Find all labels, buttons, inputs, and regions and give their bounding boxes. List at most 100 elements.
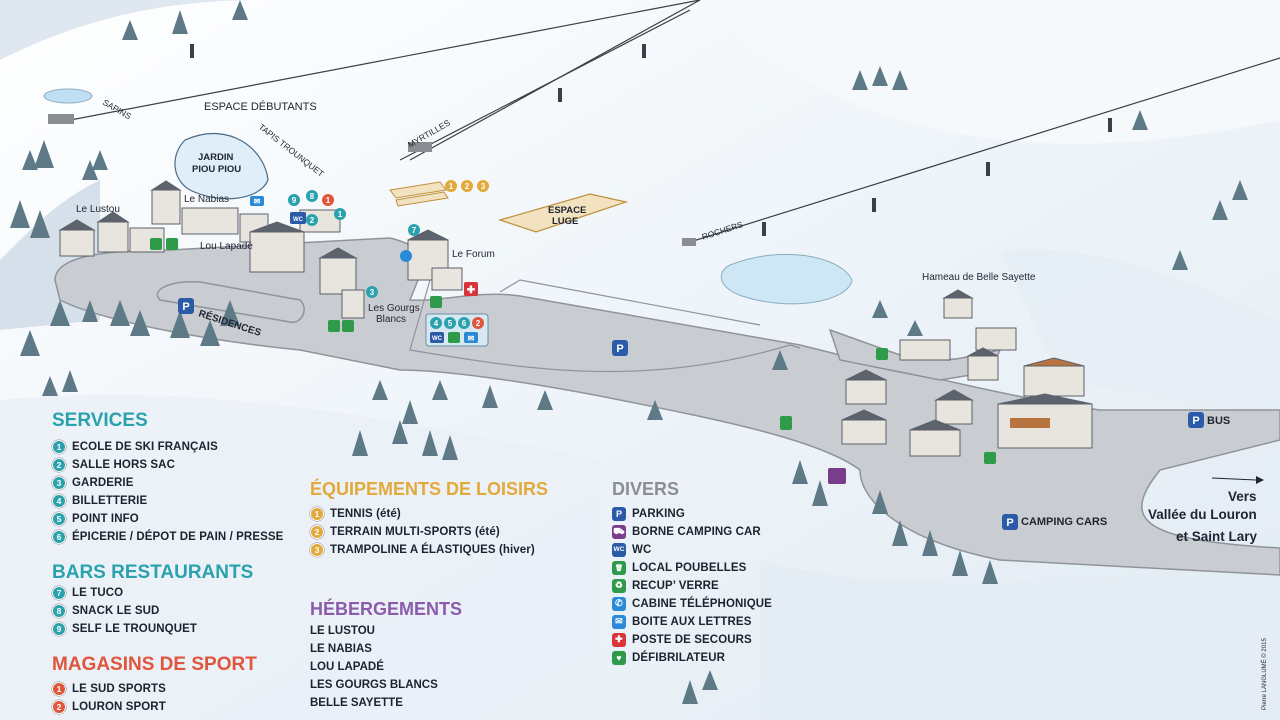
- svg-text:WC: WC: [293, 217, 304, 223]
- svg-text:9: 9: [292, 196, 297, 205]
- trees: [10, 0, 1248, 704]
- loisirs-item-label: TERRAIN MULTI-SPORTS (été): [330, 525, 500, 538]
- svg-text:✉: ✉: [468, 334, 475, 343]
- camping-car-icon: ⛟: [612, 524, 626, 539]
- buildings: [58, 180, 1093, 457]
- bars-title: BARS RESTAURANTS: [52, 562, 254, 583]
- magasins-item-label: LE SUD SPORTS: [72, 682, 166, 695]
- divers-item-label: DÉFIBRILATEUR: [632, 651, 726, 664]
- svg-text:P: P: [1192, 415, 1199, 427]
- svg-text:2: 2: [465, 182, 470, 191]
- hebergement-item: LE NABIAS: [310, 642, 372, 655]
- svg-text:3: 3: [481, 182, 486, 191]
- services-number-badge: 5: [52, 511, 66, 526]
- divers-item: ✆CABINE TÉLÉPHONIQUE: [612, 595, 772, 613]
- ski-lifts: [59, 0, 1280, 243]
- defibrillator-icon: ♥: [612, 650, 626, 665]
- label-bus: BUS: [1207, 415, 1230, 427]
- magasins-item: 1 LE SUD SPORTS: [52, 680, 257, 698]
- divers-item: ✉ BOITE AUX LETTRES: [612, 613, 772, 631]
- svg-text:4: 4: [434, 319, 439, 328]
- loisirs-number-badge: 1: [310, 506, 324, 521]
- first-aid-icon: ✚: [612, 632, 626, 647]
- divers-item: ⛟BORNE CAMPING CAR: [612, 523, 772, 541]
- svg-text:5: 5: [448, 319, 453, 328]
- services-number-badge: 6: [52, 529, 66, 544]
- hebergement-item: BELLE SAYETTE: [310, 696, 403, 709]
- wc-icon: WC: [612, 542, 626, 557]
- svg-text:P: P: [1006, 517, 1013, 529]
- label-luge: LUGE: [552, 216, 578, 227]
- label-vallee-louron: Vallée du Louron: [1148, 507, 1257, 522]
- svg-text:1: 1: [326, 196, 331, 205]
- loisirs-item: 1 TENNIS (été): [310, 505, 548, 523]
- divers-item-label: WC: [632, 543, 652, 556]
- services-title: SERVICES: [52, 410, 148, 431]
- label-gourgs: Les Gourgs: [368, 303, 420, 314]
- divers-item: 🗑 LOCAL POUBELLES: [612, 559, 772, 577]
- svg-text:1: 1: [449, 182, 454, 191]
- magasins-number-badge: 1: [52, 681, 66, 696]
- services-number-badge: 2: [52, 457, 66, 472]
- svg-text:✉: ✉: [254, 197, 261, 206]
- bars-item: 9 SELF LE TROUNQUET: [52, 620, 253, 638]
- label-le-nabias: Le Nabias: [184, 194, 229, 205]
- label-piou-piou: PIOU PIOU: [192, 164, 241, 175]
- svg-text:1: 1: [338, 210, 343, 219]
- loisirs-title: ÉQUIPEMENTS DE LOISIRS: [310, 479, 549, 499]
- svg-text:7: 7: [412, 226, 417, 235]
- parking-icon: P: [612, 506, 626, 521]
- divers-item: ♻ RECUP’ VERRE: [612, 577, 772, 595]
- hebergement-item: LE LUSTOU: [310, 624, 375, 637]
- label-jardin: JARDIN: [198, 152, 234, 163]
- bars-item-label: LE TUCO: [72, 586, 124, 599]
- divers-item-label: PARKING: [632, 507, 685, 520]
- trash-icon: 🗑: [612, 560, 626, 575]
- loisirs-item: 3 TRAMPOLINE A ÉLASTIQUES (hiver): [310, 541, 548, 559]
- divers-item-label: BOITE AUX LETTRES: [632, 615, 752, 628]
- divers-item: P PARKING: [612, 505, 772, 523]
- divers-item: WC WC: [612, 541, 772, 559]
- bars-number-badge: 8: [52, 603, 66, 618]
- mailbox-icon: ✉: [612, 614, 626, 629]
- services-item-label: BILLETTERIE: [72, 494, 148, 507]
- map-service-badges: 9 8 1 2 1 7 3 1 2 3 4 5 6 2 WC ✉ WC ✚ ✉ …: [150, 180, 1204, 530]
- bars-item-label: SELF LE TROUNQUET: [72, 622, 198, 635]
- glass-recycling-icon: ♻: [612, 578, 626, 593]
- loisirs-item-label: TRAMPOLINE A ÉLASTIQUES (hiver): [330, 543, 535, 556]
- bars-number-badge: 7: [52, 585, 66, 600]
- divers-item-label: LOCAL POUBELLES: [632, 561, 747, 574]
- divers-item-label: RECUP’ VERRE: [632, 579, 719, 592]
- services-item: 6 ÉPICERIE / DÉPOT DE PAIN / PRESSE: [52, 528, 283, 546]
- svg-text:2: 2: [310, 216, 315, 225]
- services-item-label: SALLE HORS SAC: [72, 458, 175, 471]
- label-camping-cars: CAMPING CARS: [1021, 516, 1107, 528]
- divers-title: DIVERS: [612, 479, 680, 499]
- services-item-label: ECOLE DE SKI FRANÇAIS: [72, 440, 218, 453]
- svg-text:WC: WC: [432, 336, 443, 342]
- divers-item: ✚POSTE DE SECOURS: [612, 631, 772, 649]
- magasins-number-badge: 2: [52, 699, 66, 714]
- hebergements-title: HÉBERGEMENTS: [310, 599, 463, 619]
- services-item-label: ÉPICERIE / DÉPOT DE PAIN / PRESSE: [72, 530, 284, 543]
- loisirs-number-badge: 3: [310, 542, 324, 557]
- bars-number-badge: 9: [52, 621, 66, 636]
- label-hameau: Hameau de Belle Sayette: [922, 272, 1036, 283]
- loisirs-item-label: TENNIS (été): [330, 507, 401, 520]
- label-espace-debutants: ESPACE DÉBUTANTS: [204, 100, 317, 113]
